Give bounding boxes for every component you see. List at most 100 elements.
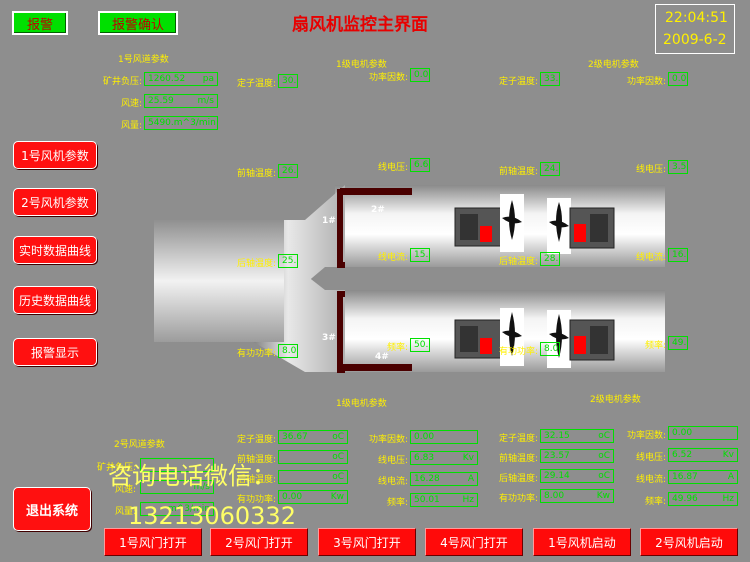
top-m1-right-value: 6.63Kv [410,158,430,172]
value-text: 1260.52 [148,74,186,84]
value-text: 0.00 [414,70,429,80]
contact-overlay-line1: 咨询电话微信： [108,462,276,490]
unit-text: Kv [722,450,734,460]
top-m2-right-label: 线电压: [635,165,666,175]
damper-tag-1: 1# [322,216,336,226]
unit-text: oC [598,471,610,481]
top-m1-left-label: 有功功率: [236,349,276,359]
value-text: 50.00 [414,340,429,350]
unit-text: A [467,474,474,484]
unit-text: Kv [462,453,474,463]
value-text: 16.87 [672,472,698,482]
value-text: 30.00 [282,76,297,86]
fan1-start-button[interactable]: 1号风机启动 [533,528,631,556]
bottom-m1-left-label: 后轴温度: [236,475,276,485]
bottom-m2-left-label: 前轴温度: [498,454,538,464]
upper-fan-1 [500,194,524,252]
bottom-m1-right-label: 线电流: [377,477,408,487]
exit-system-button[interactable]: 退出系统 [13,487,91,531]
alarm-display-button[interactable]: 报警显示 [13,338,97,366]
value-text: 0.00 [672,428,693,438]
upper-motor-1 [454,207,504,247]
unit-text: A [727,472,734,482]
top-duct-label: 矿井负压: [102,77,142,87]
value-text: 36.67 [282,432,308,442]
bottom-m2-right-label: 频率: [644,497,666,507]
top-m1-left-value: 25.56oC [278,254,298,268]
bottom-m2-right-value: 16.87 A [668,470,738,484]
bottom-m2-right-value: 49.96 Hz [668,492,738,506]
value-text: 50.01 [414,495,440,505]
unit-text: Hz [722,494,735,504]
value-text: 8.00 [544,344,559,354]
top-motor2-title: 2级电机参数 [588,60,639,70]
realtime-curve-button[interactable]: 实时数据曲线 [13,236,97,264]
fan2-params-button[interactable]: 2号风机参数 [13,188,97,216]
value-text: 0.00 [414,432,435,442]
value-text: 28.21 [544,254,559,264]
top-m1-right-value: 15.57A [410,248,430,262]
value-text: 0.00 [282,492,303,502]
damper-tag-4: 4# [375,352,389,362]
bottom-duct-label: 风量: [114,507,136,517]
unit-text: Hz [462,495,475,505]
bottom-m1-left-label: 前轴温度: [236,455,276,465]
damper2-open-button[interactable]: 2号风门打开 [210,528,308,556]
top-m1-left-value: 30.00oC [278,74,298,88]
upper-fan-2 [547,198,571,254]
unit-text: Kw [596,491,610,501]
damper-tag-3: 3# [322,333,336,343]
fan1-params-button[interactable]: 1号风机参数 [13,141,97,169]
value-text: 6.63 [414,160,429,170]
bottom-motor1-title: 1级电机参数 [336,399,387,409]
fan-schematic [154,185,665,373]
top-m2-right-value: 49.97Hz [668,336,688,350]
top-m2-left-label: 有功功率: [498,347,538,357]
history-curve-button[interactable]: 历史数据曲线 [13,286,97,314]
alarm-confirm-button[interactable]: 报警确认 [98,11,178,35]
bottom-duct-value: m/s [140,480,214,494]
unit-text: m/s [197,96,215,106]
value-text: 0.00 [672,74,687,84]
value-text: 8.00 [282,346,297,356]
top-m1-left-value: 26.23oC [278,164,298,178]
top-m1-left-label: 定子温度: [236,79,276,89]
top-m2-left-label: 后轴温度: [498,257,538,267]
value-text: 16.74 [672,250,687,260]
bottom-m1-left-value: oC [278,450,348,464]
value-text: 49.96 [672,494,698,504]
top-m2-left-label: 前轴温度: [498,167,538,177]
bottom-m1-right-label: 线电压: [377,456,408,466]
lower-fan-2 [547,310,571,368]
alarm-button[interactable]: 报警 [12,11,68,35]
bottom-m1-left-label: 有功功率: [236,495,276,505]
top-m2-right-value: 16.74A [668,248,688,262]
bottom-m1-right-value: 50.01 Hz [410,493,478,507]
bottom-m1-right-label: 功率因数: [368,435,408,445]
bottom-duct-value: m^3/min [140,502,214,516]
damper1-open-button[interactable]: 1号风门打开 [104,528,202,556]
bottom-duct-title: 2号风道参数 [114,440,165,450]
fan2-start-button[interactable]: 2号风机启动 [640,528,738,556]
value-text: 33.64 [544,74,559,84]
damper3-open-button[interactable]: 3号风门打开 [318,528,416,556]
top-m1-left-label: 后轴温度: [236,259,276,269]
top-m2-right-value: 0.00 [668,72,688,86]
top-m2-right-label: 线电流: [635,253,666,263]
unit-text: m^3/min [173,118,216,128]
damper-tag-2: 2# [371,205,385,215]
value-text: 15.57 [414,250,429,260]
value-text: 16.28 [414,474,440,484]
clock-time: 22:04:51 [665,10,728,26]
value-text: 25.59 [148,96,174,106]
damper4-open-button[interactable]: 4号风门打开 [425,528,523,556]
top-m2-left-label: 定子温度: [498,77,538,87]
